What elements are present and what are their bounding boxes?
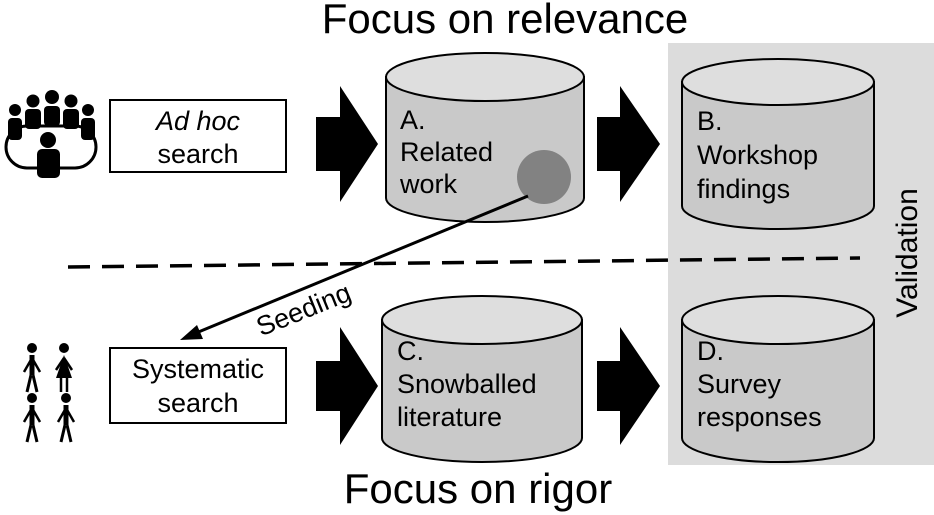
arrow-systematic-to-c	[316, 327, 378, 445]
seeding-label: Seeding	[252, 277, 355, 342]
store-d-line1: D.	[697, 336, 724, 366]
seed-circle	[517, 150, 571, 204]
store-b-line1: B.	[697, 106, 723, 136]
people-icon	[22, 343, 76, 443]
title-focus-relevance: Focus on relevance	[322, 0, 689, 42]
adhoc-search-line1: Ad hoc	[154, 106, 241, 136]
store-d-line2: Survey	[697, 369, 782, 399]
adhoc-search-box: Ad hoc search	[109, 99, 287, 173]
systematic-search-line2: search	[157, 388, 238, 418]
store-a-line2: Related	[400, 137, 493, 167]
store-c-line2: Snowballed	[397, 369, 537, 399]
store-a-related-work: A. Related work	[385, 52, 585, 223]
arrow-c-to-d	[597, 327, 660, 445]
title-focus-rigor: Focus on rigor	[344, 465, 612, 512]
store-b-workshop-findings: B. Workshop findings	[681, 58, 875, 230]
validation-label: Validation	[891, 188, 924, 318]
group-meeting-icon	[4, 90, 98, 178]
store-c-line3: literature	[397, 402, 502, 432]
systematic-search-line1: Systematic	[132, 354, 264, 384]
arrow-adhoc-to-a	[316, 86, 378, 202]
store-a-line3: work	[399, 169, 458, 199]
store-c-line1: C.	[397, 336, 424, 366]
dashed-separator	[67, 256, 861, 269]
store-a-line1: A.	[400, 105, 426, 135]
systematic-search-box: Systematic search	[109, 347, 287, 424]
store-d-survey-responses: D. Survey responses	[681, 295, 875, 463]
arrow-a-to-b	[597, 86, 660, 202]
store-b-line3: findings	[697, 174, 790, 204]
store-b-line2: Workshop	[697, 140, 818, 170]
adhoc-search-line2: search	[157, 139, 238, 169]
seeding-arrow	[180, 194, 529, 340]
store-c-snowballed-literature: C. Snowballed literature	[381, 295, 583, 463]
store-d-line3: responses	[697, 402, 822, 432]
